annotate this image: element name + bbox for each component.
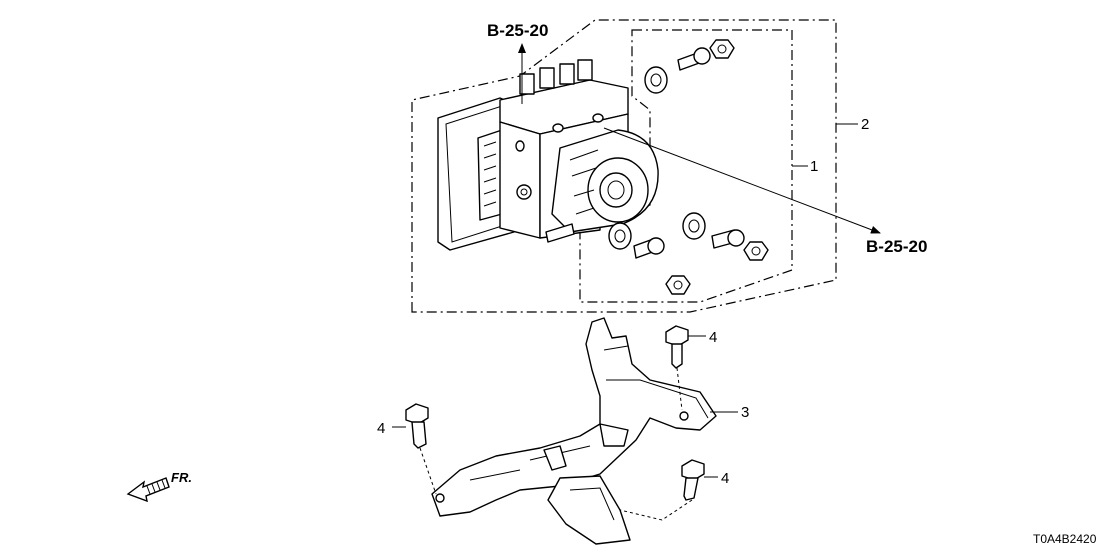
abs-bracket	[431, 317, 717, 545]
bolt-left	[405, 403, 429, 449]
ref-label-right: B-25-20	[866, 237, 927, 256]
drawing-code: T0A4B2420	[1033, 532, 1097, 546]
ref-arrow-right	[603, 127, 881, 234]
grommet-kit-boundary	[579, 29, 793, 303]
front-direction-indicator: FR.	[126, 470, 192, 503]
callout-3: 3	[741, 404, 749, 421]
grommet-set-bottom	[608, 222, 691, 295]
grommet-set-top	[644, 39, 735, 94]
callout-4c: 4	[721, 470, 729, 487]
ref-label-top: B-25-20	[487, 21, 548, 40]
assembly-boundary	[411, 19, 837, 313]
bolt-upper-right	[665, 325, 689, 369]
bolt-lower-right	[681, 459, 705, 501]
callout-4a: 4	[709, 329, 717, 346]
callout-2: 2	[861, 116, 869, 133]
front-label: FR.	[171, 470, 192, 485]
callout-4b: 4	[377, 420, 385, 437]
abs-modulator-unit	[437, 59, 659, 251]
grommet-set-middle	[682, 212, 769, 261]
callout-1: 1	[810, 158, 818, 175]
